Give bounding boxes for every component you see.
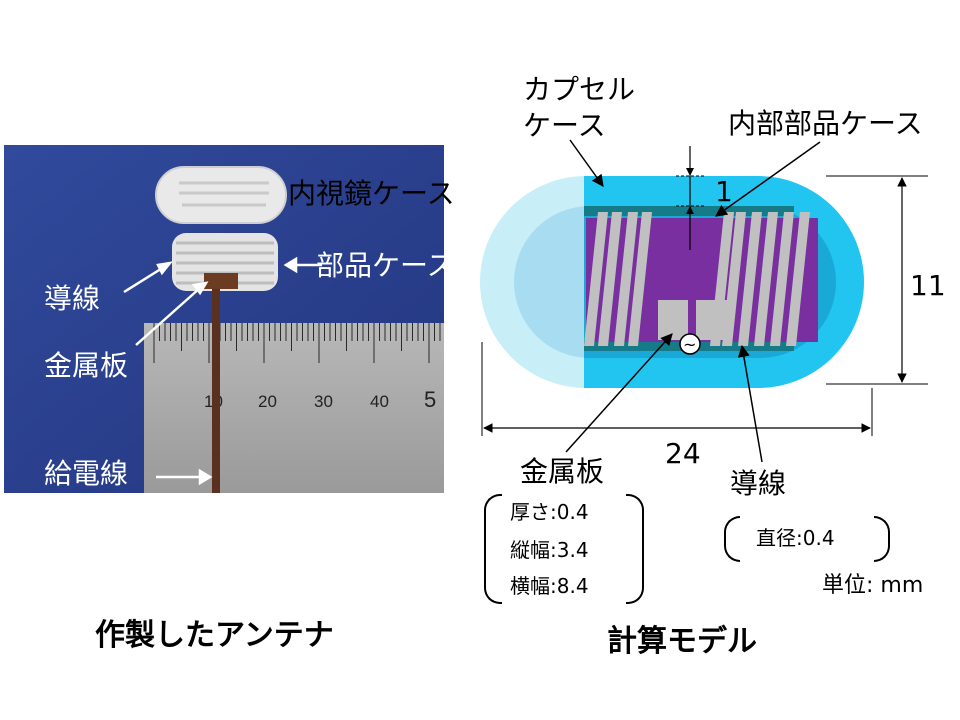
wire-strip <box>584 212 608 346</box>
endoscope-case-texture <box>179 181 269 207</box>
unit-label: 単位: mm <box>822 573 924 598</box>
capsule-case-arrow <box>569 139 604 187</box>
photo-arrows <box>123 256 322 486</box>
inner-parts-case-label: 内部部品ケース <box>728 107 923 140</box>
plate-spec-bracket-left <box>484 494 502 604</box>
ruler-label-40: 40 <box>370 392 389 411</box>
wire-strip <box>598 212 622 346</box>
inner-case-arrow <box>715 141 821 217</box>
ruler-label-30: 30 <box>314 392 333 411</box>
wire-strip <box>628 212 652 346</box>
source-symbol: ~ <box>683 335 696 354</box>
wire-spec-bracket-left <box>724 516 740 562</box>
length-dimension-label: 24 <box>665 437 701 470</box>
plate-spec-bracket-right <box>626 494 644 604</box>
model-caption: 計算モデル <box>607 624 757 659</box>
metal-plate-label-photo: 金属板 <box>44 349 129 382</box>
voltage-source-icon <box>679 333 701 355</box>
height-dimension-label: 11 <box>910 269 946 302</box>
feed-line-shape <box>212 289 220 493</box>
metal-plate-left <box>658 300 688 340</box>
wire-strip <box>786 212 810 346</box>
parts-case-label: 部品ケース <box>316 249 455 282</box>
metal-plate-label-model: 金属板 <box>520 455 605 488</box>
coil-wire-texture <box>176 241 274 285</box>
wire-label-photo: 導線 <box>44 282 101 315</box>
wire-strip <box>614 212 638 346</box>
metal-plate-arrow <box>565 333 673 453</box>
gap-arrow-up <box>686 206 694 214</box>
metal-plate-right <box>696 300 732 340</box>
metal-plate-shape <box>204 273 238 289</box>
endoscope-case-shape <box>155 166 287 224</box>
antenna-photo: 10 20 30 40 5 <box>4 145 444 493</box>
plate-thickness: 厚さ:0.4 <box>510 500 589 524</box>
ruler-label-5: 5 <box>424 387 436 412</box>
ruler-label-20: 20 <box>258 392 277 411</box>
capsule-case-label-line2: ケース <box>523 109 606 142</box>
ruler <box>144 323 444 493</box>
wire-strip <box>754 212 778 346</box>
capsule-case-label-line1: カプセル <box>523 73 636 106</box>
inner-case-translucent <box>514 206 590 358</box>
wire-strip <box>770 212 794 346</box>
photo-caption: 作製したアンテナ <box>95 618 334 653</box>
wire-arrow <box>737 344 763 463</box>
wire-diameter: 直径:0.4 <box>756 526 835 550</box>
feed-line-label: 給電線 <box>44 457 129 490</box>
wire-strip <box>738 212 762 346</box>
wire-label-model: 導線 <box>730 467 787 500</box>
plate-horizontal-width: 横幅:8.4 <box>510 574 589 598</box>
helical-wire <box>584 212 810 346</box>
gap-dimension-label: 1 <box>715 175 733 208</box>
plate-vertical-width: 縦幅:3.4 <box>510 538 589 562</box>
endoscope-case-label: 内視鏡ケース <box>288 177 455 210</box>
gap-arrow-down <box>686 168 694 176</box>
ruler-ticks <box>153 323 441 363</box>
